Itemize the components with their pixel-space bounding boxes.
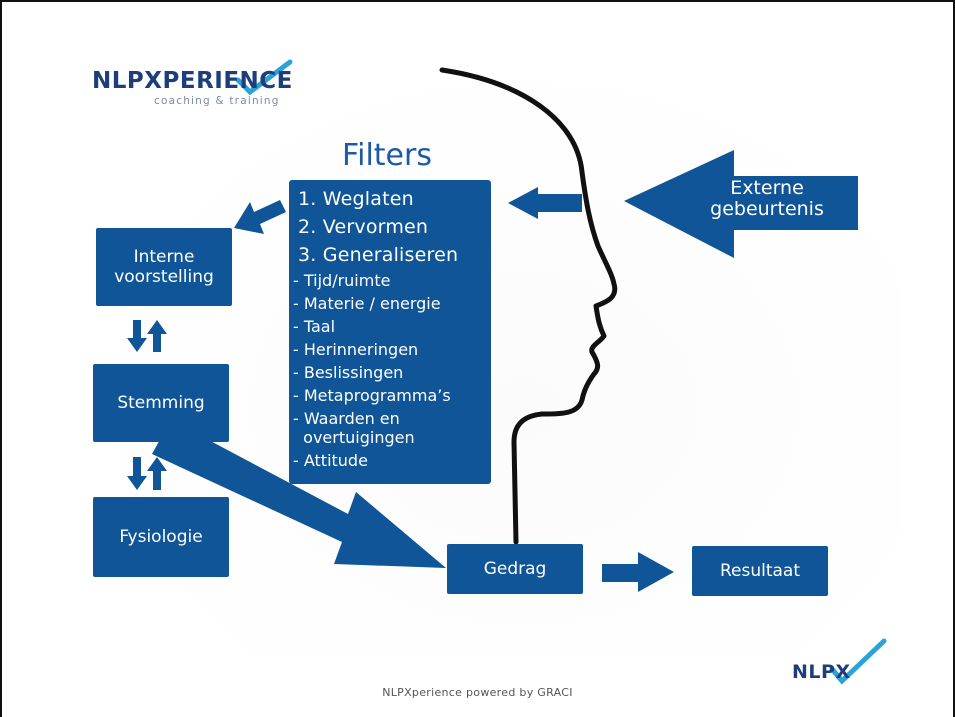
filter-sub-item: - Metaprogramma’s — [293, 386, 451, 405]
filter-sub-item: - Taal — [293, 317, 336, 336]
footer-text: NLPXperience powered by GRACI — [382, 686, 573, 699]
arrow-gedrag-to-resultaat — [602, 552, 674, 592]
stemming-label: Stemming — [117, 393, 205, 413]
interne-voorstelling-box: Interne voorstelling — [96, 228, 232, 306]
down-arrow-icon — [127, 320, 147, 352]
resultaat-box: Resultaat — [692, 546, 828, 596]
filter-main-item: 3. Generaliseren — [298, 244, 459, 266]
filter-main-item: 1. Weglaten — [298, 188, 414, 210]
arrows-stemming-fysiologie — [127, 457, 167, 490]
logo-check-icon — [235, 59, 293, 96]
filter-sub-item: - Attitude — [293, 451, 368, 470]
fysiologie-box: Fysiologie — [93, 497, 229, 577]
gedrag-box: Gedrag — [447, 544, 583, 594]
small-logo-x-mark: X — [835, 661, 851, 683]
filter-sub-item: - Waarden en — [293, 409, 400, 428]
externe-line1: Externe — [730, 177, 804, 199]
arrow-stemming-to-gedrag — [152, 428, 446, 568]
small-logo-wordmark: NLPX — [792, 661, 851, 683]
up-arrow-icon — [147, 457, 167, 490]
nlpxperience-logo: NLPXPERIENCE coaching & training — [92, 58, 332, 108]
head-silhouette — [439, 67, 618, 545]
filters-title: Filters — [342, 138, 432, 173]
down-arrow-icon — [127, 457, 147, 490]
interne-line1: Interne — [133, 247, 195, 267]
filters-box: 1. Weglaten 2. Vervormen 3. Generalisere… — [289, 180, 491, 484]
arrows-interne-stemming — [127, 320, 167, 352]
nlpx-small-logo: NLPX — [792, 637, 892, 687]
interne-line2: voorstelling — [114, 267, 214, 287]
gedrag-label: Gedrag — [483, 559, 547, 579]
stemming-box: Stemming — [93, 364, 229, 442]
small-logo-check-icon — [829, 638, 887, 685]
logo-tagline: coaching & training — [154, 95, 280, 107]
logo-wordmark: NLPXPERIENCE — [92, 68, 293, 94]
externe-line2: gebeurtenis — [710, 198, 824, 220]
filter-sub-item: - Herinneringen — [293, 340, 419, 359]
arrow-filters-to-interne — [234, 200, 286, 234]
filter-sub-item: overtuigingen — [293, 428, 415, 447]
arrow-into-filters — [508, 187, 582, 219]
fysiologie-label: Fysiologie — [119, 527, 203, 547]
up-arrow-icon — [147, 320, 167, 352]
externe-gebeurtenis-arrow — [624, 150, 858, 258]
logo-x-mark: X — [144, 68, 163, 94]
resultaat-label: Resultaat — [719, 561, 801, 581]
filter-sub-item: - Tijd/ruimte — [293, 271, 391, 290]
filter-sub-item: - Beslissingen — [293, 363, 404, 382]
filter-sub-item: - Materie / energie — [293, 294, 441, 313]
interne-voorstelling-label: Interne voorstelling — [96, 247, 232, 287]
externe-gebeurtenis-label: Externe gebeurtenis — [692, 178, 842, 220]
filter-main-item: 2. Vervormen — [298, 216, 429, 238]
